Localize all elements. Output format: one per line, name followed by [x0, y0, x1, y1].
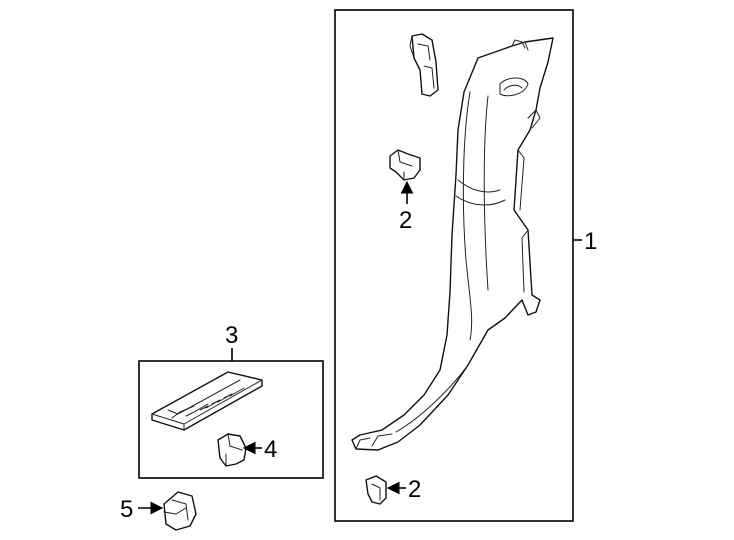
pillar-trim-panel [351, 37, 554, 451]
scuff-clip [217, 433, 247, 467]
callout-5-label: 5 [120, 496, 133, 523]
callout-2-lower-label: 2 [408, 476, 421, 503]
callout-2-upper-label: 2 [399, 207, 412, 234]
upper-bracket [409, 33, 439, 97]
callout-1-label: 1 [584, 228, 597, 255]
scuff-plate [151, 371, 263, 431]
upper-clip [389, 149, 421, 181]
retainer [163, 491, 197, 531]
lower-clip [365, 475, 387, 505]
callout-3-label: 3 [225, 322, 238, 349]
callout-4-label: 4 [264, 436, 277, 463]
scuff-kit-group-box [138, 360, 324, 479]
trim-panel-group-box [334, 9, 574, 522]
